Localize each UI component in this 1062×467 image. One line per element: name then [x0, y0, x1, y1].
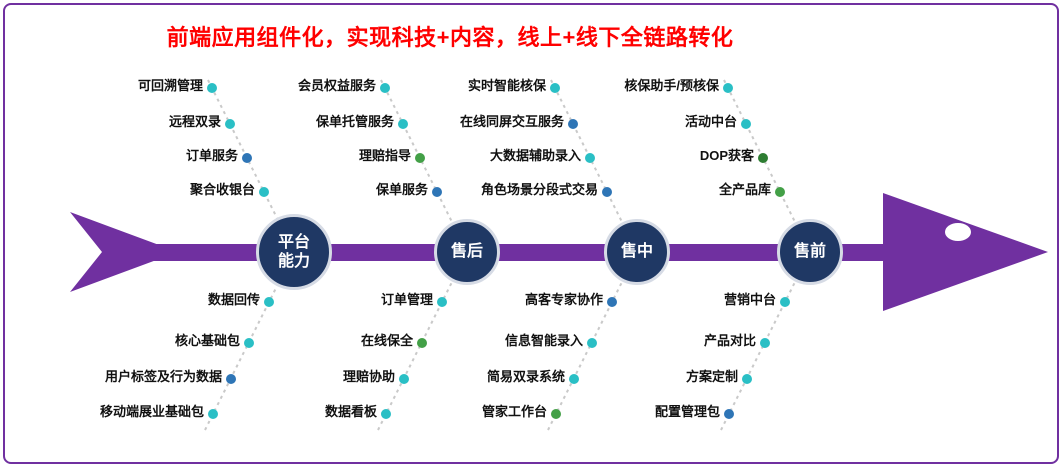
branch-item-dot [607, 297, 617, 307]
branch-item-label: 可回溯管理 [137, 78, 203, 93]
branch-item-dot [432, 187, 442, 197]
branch-item-dot [380, 83, 390, 93]
branch-item-dot [398, 119, 408, 129]
spine-head-dot [945, 223, 971, 241]
branch-item-dot [208, 409, 218, 419]
branch-item-label: 订单管理 [380, 292, 433, 307]
branch-item-label: 在线同屏交互服务 [459, 114, 564, 129]
branch-item-dot [399, 374, 409, 384]
branch-item-label: 在线保全 [360, 333, 413, 348]
branch-item-label: 理赔指导 [358, 148, 411, 163]
branch-item-label: 保单托管服务 [315, 114, 394, 129]
spine-node-label: 售前 [793, 243, 826, 261]
branch-item-label: 活动中台 [684, 114, 737, 129]
branch-item-label: 聚合收银台 [189, 182, 255, 197]
spine-head-arrow [883, 193, 1048, 311]
branch-item-dot [264, 297, 274, 307]
branch-item-dot [381, 409, 391, 419]
branch-item-label: 全产品库 [718, 182, 771, 197]
branch-item-dot [587, 338, 597, 348]
branch-item-dot [742, 374, 752, 384]
branch-item-label: 订单服务 [185, 148, 238, 163]
branch-item-dot [758, 153, 768, 163]
branch-item-label: 简易双录系统 [486, 369, 565, 384]
branch-item-dot [207, 83, 217, 93]
branch-item-dot [437, 297, 447, 307]
spine-tail-arrow [70, 212, 178, 292]
branch-item-dot [225, 119, 235, 129]
branch-item-dot [602, 187, 612, 197]
spine-node-label: 售中 [620, 243, 653, 261]
branch-item-label: DOP获客 [699, 148, 754, 163]
branch-item-label: 营销中台 [723, 292, 776, 307]
branch-item-dot [550, 83, 560, 93]
branch-item-dot [585, 153, 595, 163]
branch-item-label: 大数据辅助录入 [489, 148, 581, 163]
branch-item-label: 核保助手/预核保 [624, 78, 719, 93]
branch-item-dot [775, 187, 785, 197]
branch-item-dot [551, 409, 561, 419]
branch-item-dot [741, 119, 751, 129]
branch-item-dot [244, 338, 254, 348]
branch-item-label: 管家工作台 [481, 404, 547, 419]
branch-item-label: 高客专家协作 [524, 292, 603, 307]
branch-item-label: 配置管理包 [654, 404, 720, 419]
branch-item-label: 角色场景分段式交易 [480, 182, 598, 197]
branch-item-label: 会员权益服务 [297, 78, 376, 93]
branch-item-label: 信息智能录入 [504, 333, 583, 348]
branch-item-dot [415, 153, 425, 163]
branch-item-dot [259, 187, 269, 197]
branch-item-label: 数据回传 [207, 292, 260, 307]
branch-item-label: 用户标签及行为数据 [104, 369, 222, 384]
branch-item-dot [226, 374, 236, 384]
branch-item-label: 理赔协助 [342, 369, 395, 384]
branch-item-label: 方案定制 [685, 369, 738, 384]
branch-item-dot [242, 153, 252, 163]
branch-item-label: 移动端展业基础包 [99, 404, 204, 419]
node-presales: 售前 [777, 219, 843, 285]
branch-item-label: 数据看板 [324, 404, 377, 419]
branch-item-dot [760, 338, 770, 348]
branch-item-label: 核心基础包 [174, 333, 240, 348]
branch-item-dot [723, 83, 733, 93]
branch-item-label: 保单服务 [375, 182, 428, 197]
branch-item-label: 产品对比 [703, 333, 756, 348]
spine-node-label: 平台 能力 [277, 233, 310, 270]
branch-item-label: 远程双录 [168, 114, 221, 129]
branch-item-dot [724, 409, 734, 419]
node-insales: 售中 [604, 219, 670, 285]
diagram-title: 前端应用组件化，实现科技+内容，线上+线下全链路转化 [166, 25, 734, 50]
branch-item-dot [780, 297, 790, 307]
node-aftersales: 售后 [434, 219, 500, 285]
branch-item-label: 实时智能核保 [467, 78, 546, 93]
branch-item-dot [568, 119, 578, 129]
node-platform: 平台 能力 [256, 214, 332, 290]
branch-item-dot [569, 374, 579, 384]
spine-node-label: 售后 [450, 243, 483, 261]
branch-item-dot [417, 338, 427, 348]
